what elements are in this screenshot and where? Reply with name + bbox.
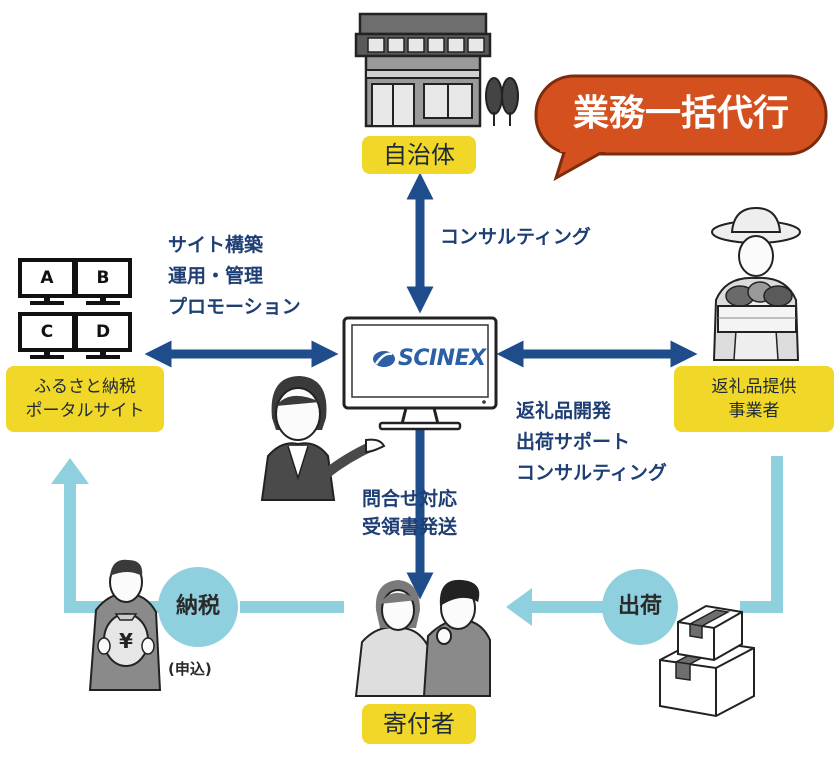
flow-label-supplier-3: コンサルティング xyxy=(516,462,667,484)
flow-label-portal-2: 運用・管理 xyxy=(168,265,264,287)
farmer-icon xyxy=(711,206,801,361)
tax-label: 納税 xyxy=(175,594,220,619)
node-supplier-line-1: 返礼品提供 xyxy=(711,377,797,397)
flow-label-portal-3: プロモーション xyxy=(168,296,301,318)
node-supplier-line-2: 事業者 xyxy=(728,401,780,421)
flow-label-portal-1: サイト構築 xyxy=(168,234,264,256)
node-donor: 寄付者 xyxy=(362,704,476,744)
shipping-boxes-icon xyxy=(659,604,755,718)
flow-label-donor-1: 問合せ対応 xyxy=(362,488,458,510)
node-municipality-label: 自治体 xyxy=(383,141,455,169)
office-woman-icon xyxy=(260,376,386,501)
municipality-building-icon xyxy=(354,12,519,128)
monitor-label-d: D xyxy=(95,322,111,342)
node-donor-label: 寄付者 xyxy=(383,710,455,738)
node-portal: ふるさと納税 ポータルサイト xyxy=(6,366,164,432)
portal-monitors-icon xyxy=(18,258,132,359)
scinex-logo-icon xyxy=(373,351,395,367)
svg-text:¥: ¥ xyxy=(119,629,133,653)
shipping-label: 出荷 xyxy=(617,594,662,619)
monitor-label-c: C xyxy=(40,322,54,342)
node-portal-line-2: ポータルサイト xyxy=(25,401,145,421)
taxpayer-icon: ¥ xyxy=(88,559,162,691)
monitor-label-b: B xyxy=(96,268,110,288)
center-monitor-icon xyxy=(342,316,498,431)
tax-circle xyxy=(158,567,238,647)
node-municipality: 自治体 xyxy=(362,136,476,174)
flow-label-donor-2: 受領書発送 xyxy=(362,516,458,538)
shipping-flow-line xyxy=(506,456,783,626)
badge-bubble xyxy=(534,74,828,182)
shipping-circle xyxy=(602,569,678,645)
donor-couple-icon xyxy=(354,579,491,697)
brand-logo-text: SCINEX xyxy=(398,346,486,371)
flow-label-supplier-1: 返礼品開発 xyxy=(516,400,612,422)
flow-label-municipality: コンサルティング xyxy=(440,226,591,248)
application-label: (申込) xyxy=(168,660,212,678)
monitor-label-a: A xyxy=(40,268,54,288)
flow-label-supplier-2: 出荷サポート xyxy=(516,431,631,453)
node-portal-line-1: ふるさと納税 xyxy=(34,377,136,397)
node-supplier: 返礼品提供 事業者 xyxy=(674,366,834,432)
badge-text: 業務一括代行 xyxy=(572,93,789,134)
